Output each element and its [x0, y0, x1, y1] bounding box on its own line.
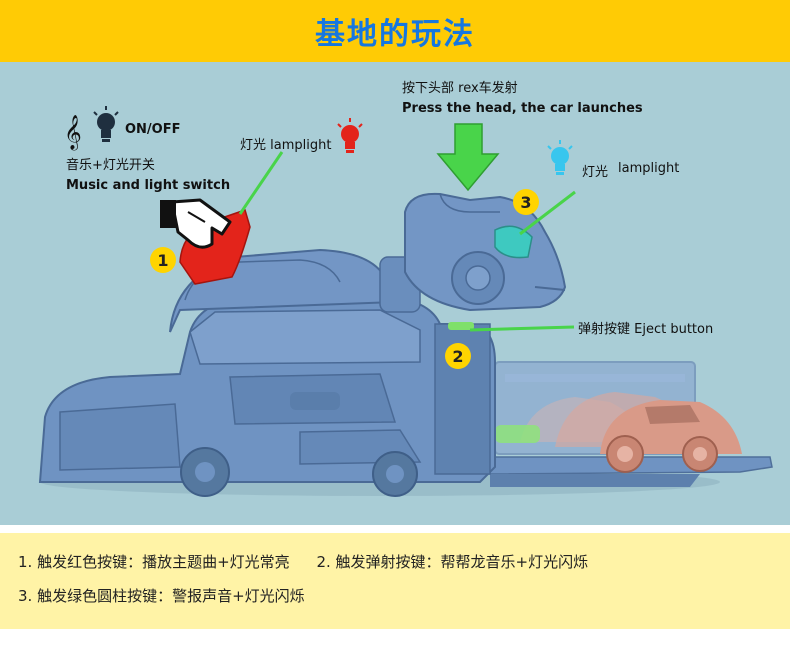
instruction-row-1: 1. 触发红色按键：播放主题曲+灯光常亮 2. 触发弹射按键：帮帮龙音乐+灯光闪…	[18, 551, 588, 572]
toy-illustration: 𝄞	[38, 106, 773, 497]
instruction-2: 2. 触发弹射按键：帮帮龙音乐+灯光闪烁	[316, 553, 589, 571]
blue-lightbulb-icon	[547, 140, 573, 175]
music-light-en-label: Music and light switch	[66, 178, 231, 193]
instruction-row-2: 3. 触发绿色圆柱按键：警报声音+灯光闪烁	[18, 585, 305, 606]
instruction-1: 1. 触发红色按键：播放主题曲+灯光常亮	[18, 553, 290, 571]
title-bar: 基地的玩法	[0, 0, 790, 62]
on-off-label: ON/OFF	[125, 122, 181, 137]
toy-diagram: 𝄞	[0, 62, 790, 525]
eject-button-label: 弹射按键 Eject button	[578, 322, 714, 337]
badge-1: 1	[150, 247, 176, 273]
toy-base	[38, 296, 496, 497]
lightbulb-icon	[93, 106, 119, 142]
blue-lamp-en-label: lamplight	[618, 161, 680, 176]
leader-red-lamp	[238, 151, 284, 215]
dino-head	[404, 192, 567, 312]
badge-3: 3	[513, 189, 539, 215]
eject-button-glow	[448, 322, 474, 330]
blue-lamp-cn-label: 灯光	[582, 165, 609, 180]
leader-eject	[469, 325, 575, 332]
red-lamp-label: 灯光 lamplight	[240, 138, 332, 153]
instruction-3: 3. 触发绿色圆柱按键：警报声音+灯光闪烁	[18, 587, 305, 605]
green-cylinder-button	[495, 425, 540, 443]
green-down-arrow-icon	[436, 123, 500, 192]
pointing-hand-icon	[160, 198, 232, 249]
instructions-panel: 1. 触发红色按键：播放主题曲+灯光常亮 2. 触发弹射按键：帮帮龙音乐+灯光闪…	[0, 533, 790, 629]
press-head-cn-label: 按下头部 rex车发射	[402, 81, 518, 96]
leader-blue-lamp	[519, 190, 576, 236]
treble-clef-icon: 𝄞	[64, 115, 82, 151]
press-head-en-label: Press the head, the car launches	[402, 101, 643, 116]
red-lightbulb-icon	[337, 118, 363, 153]
launched-car	[520, 392, 742, 473]
page-title: 基地的玩法	[315, 17, 475, 52]
badge-2: 2	[445, 343, 471, 369]
music-light-cn-label: 音乐+灯光开关	[66, 158, 155, 173]
